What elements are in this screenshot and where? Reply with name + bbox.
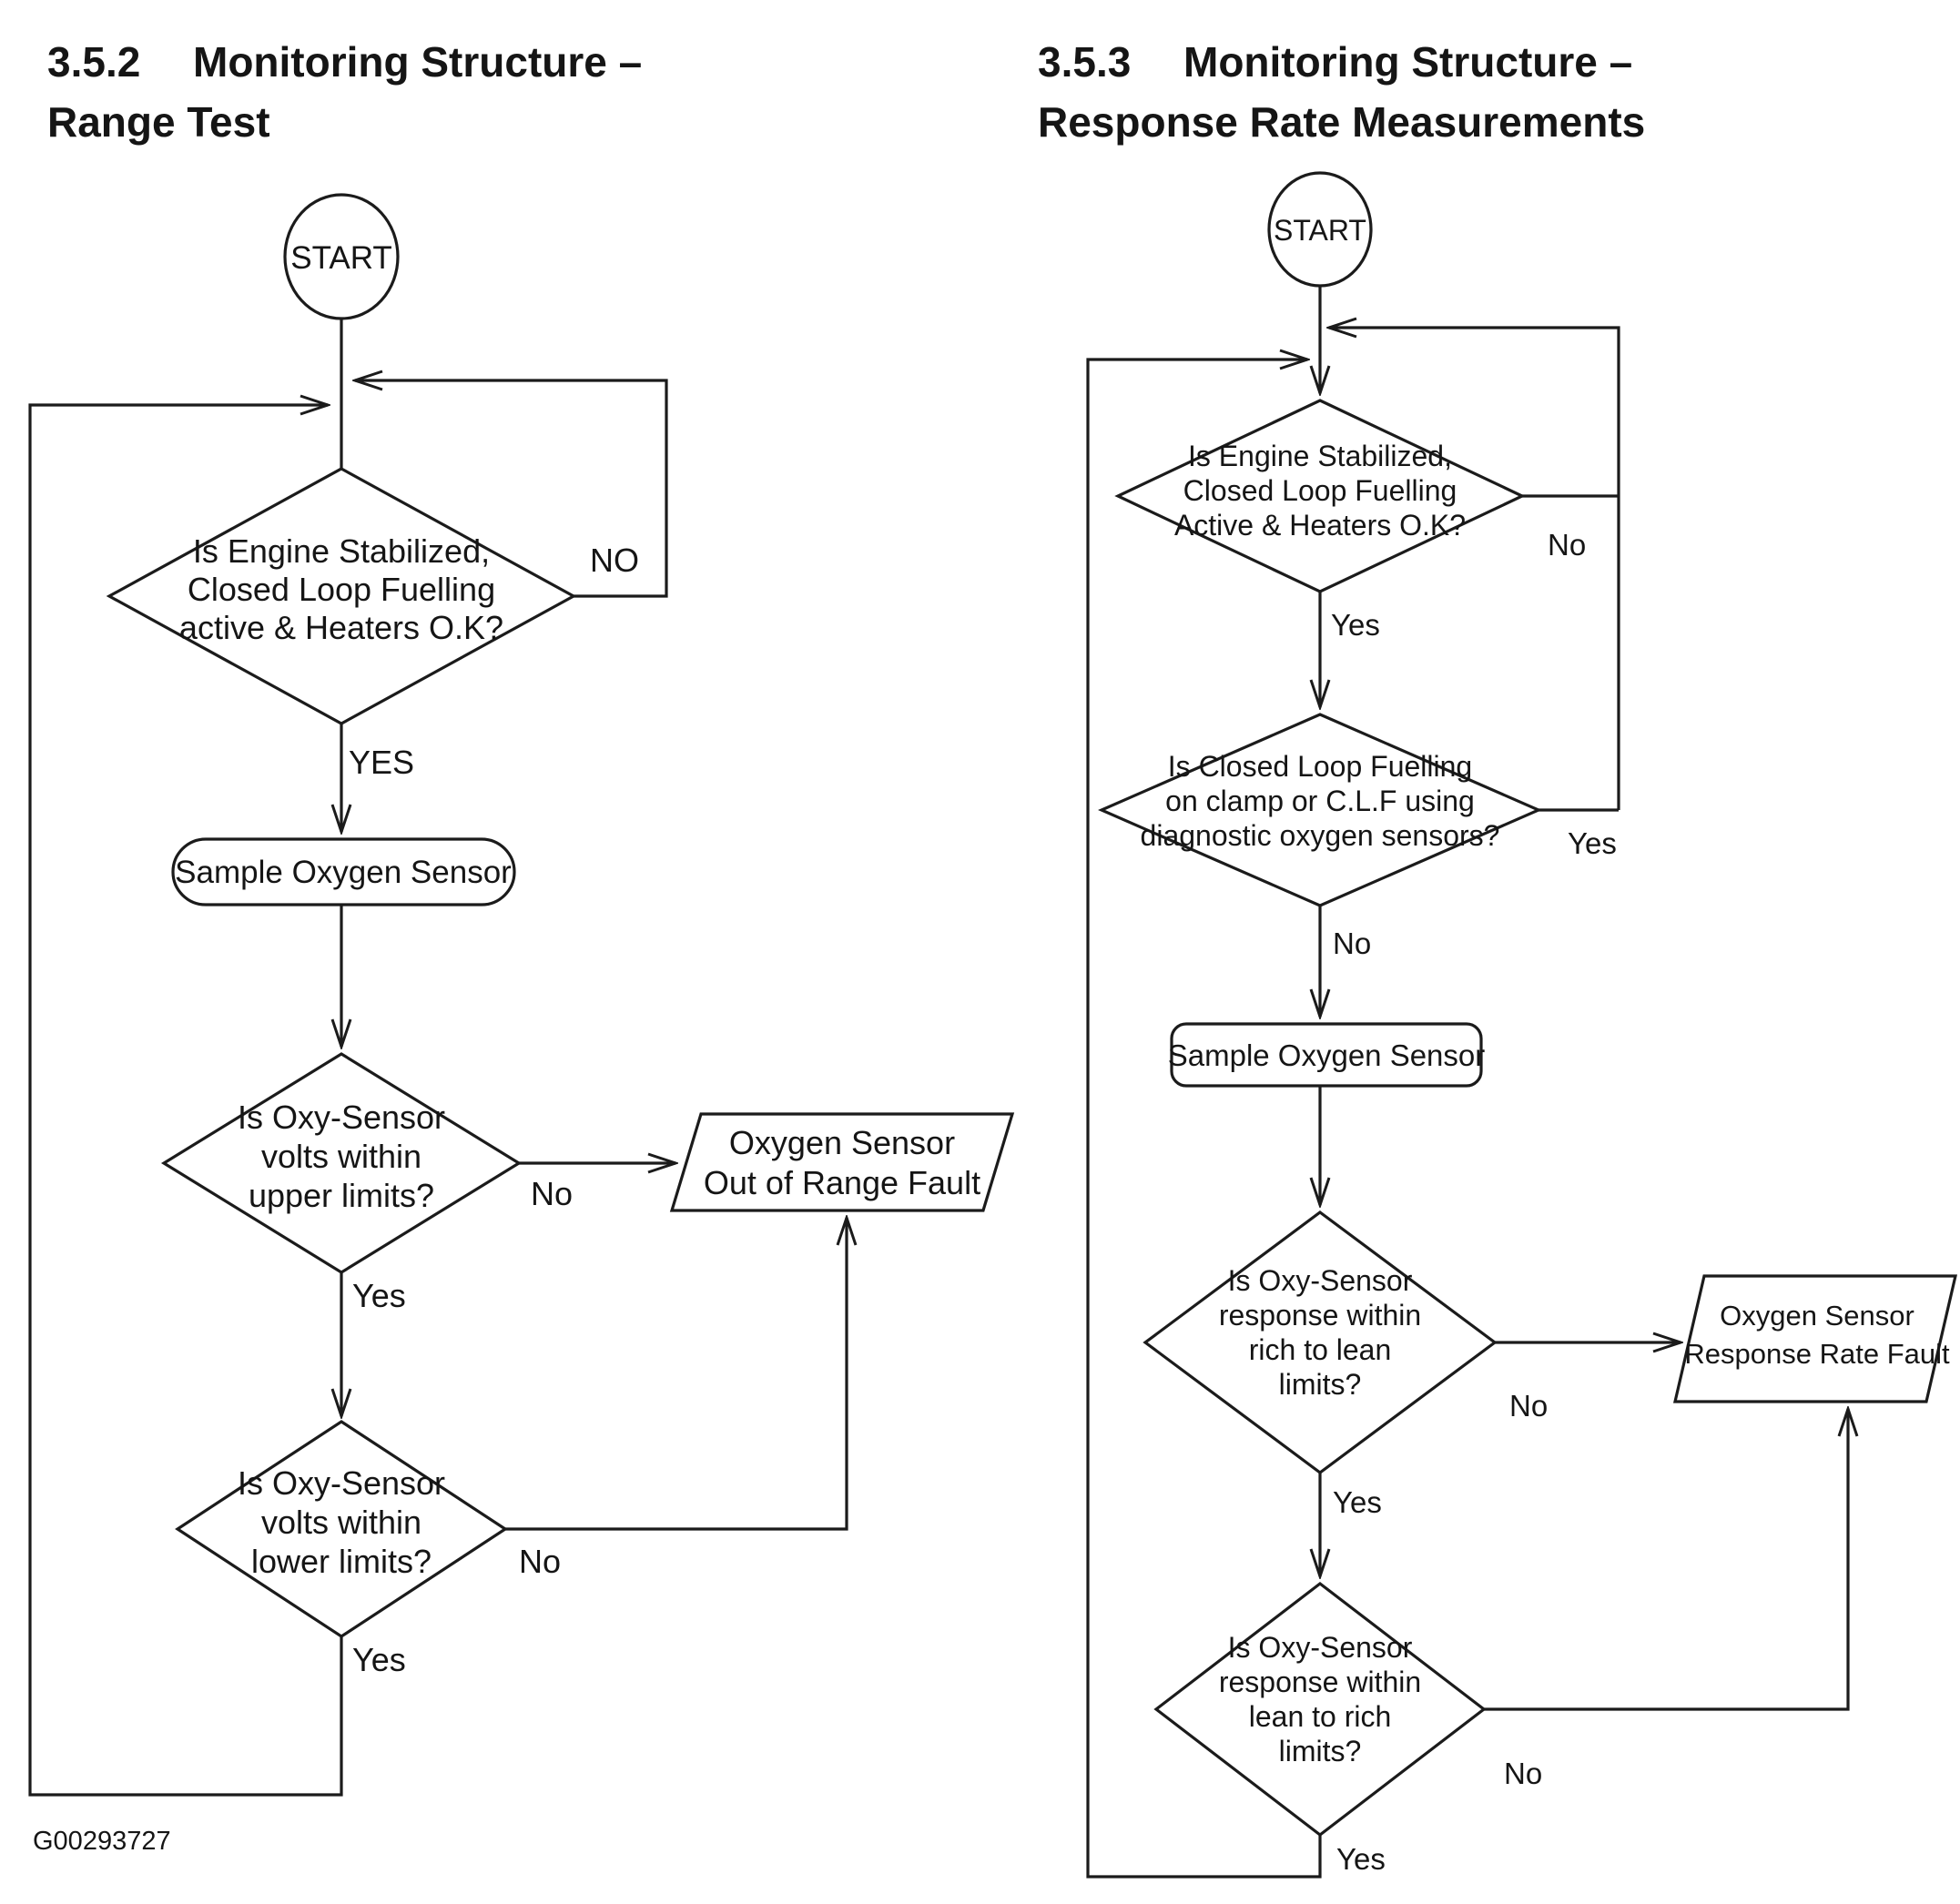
left-d1-no-label: NO [590,542,639,579]
right-d1-yes-label: Yes [1331,608,1380,642]
response-rate-flowchart: 3.5.3 Monitoring Structure – Response Ra… [1038,38,1958,1879]
left-d2-text-line2: volts within [261,1138,421,1175]
left-d3-text-line2: volts within [261,1504,421,1541]
right-d2-text-line3: diagnostic oxygen sensors? [1141,819,1500,852]
left-d3-text-line3: lower limits? [251,1543,432,1580]
right-fault-line1: Oxygen Sensor [1720,1300,1914,1332]
right-d4-text-line3: lean to rich [1249,1700,1392,1733]
left-process-sample-oxygen-sensor [171,837,516,906]
left-d1-yes-label: YES [349,744,414,781]
right-d3-text-line2: response within [1219,1299,1421,1332]
right-return-loop-connector [1329,328,1620,810]
left-d3-no-connector [505,1218,847,1531]
left-d1-text-line3: active & Heaters O.K? [179,609,503,646]
left-section-subtitle: Range Test [47,98,270,146]
left-fault-line2: Out of Range Fault [704,1164,980,1201]
right-yes-outer-loop-connector [1086,360,1322,1879]
left-process-label: Sample Oxygen Sensor [175,855,512,890]
left-d2-yes-label: Yes [352,1277,406,1314]
figure-code: G00293727 [33,1827,171,1856]
right-section-title: Monitoring Structure – [1183,38,1632,86]
right-d1-text-line1: Is Engine Stabilized, [1188,440,1452,472]
right-d4-text-line1: Is Oxy-Sensor [1228,1631,1413,1664]
left-fault-out-of-range [669,1112,1015,1212]
right-start-label: START [1274,214,1366,247]
right-fault-line2: Response Rate Fault [1684,1338,1950,1370]
right-d3-yes-label: Yes [1333,1485,1382,1519]
right-d2-no-label: No [1333,927,1371,960]
right-d4-text-line4: limits? [1279,1735,1362,1767]
right-decision-lean-to-rich [1153,1581,1487,1838]
left-d3-yes-label: Yes [352,1641,406,1678]
right-d4-yes-label: Yes [1336,1842,1386,1876]
left-d3-no-label: No [519,1543,561,1580]
right-d1-text-line3: Active & Heaters O.K? [1174,509,1466,542]
right-fault-response-rate [1672,1274,1958,1403]
right-d1-no-label: No [1548,528,1586,562]
right-d4-text-line2: response within [1219,1666,1421,1698]
right-d3-no-label: No [1509,1389,1548,1423]
right-d2-text-line2: on clamp or C.L.F using [1165,785,1475,817]
right-d3-text-line3: rich to lean [1249,1333,1392,1366]
right-section-subtitle: Response Rate Measurements [1038,98,1645,146]
left-decision-lower-limits [175,1420,508,1638]
right-d3-text-line4: limits? [1279,1368,1362,1401]
right-section-number: 3.5.3 [1038,38,1131,86]
left-d3-text-line1: Is Oxy-Sensor [238,1464,445,1502]
right-d4-no-label: No [1504,1757,1542,1790]
left-section-title: Monitoring Structure – [193,38,642,86]
right-d2-yes-label: Yes [1568,826,1617,860]
left-start-label: START [290,240,392,276]
right-process-sample-oxygen-sensor [1170,1022,1483,1088]
left-d2-no-label: No [531,1175,573,1212]
left-section-number: 3.5.2 [47,38,140,86]
right-d1-text-line2: Closed Loop Fuelling [1183,474,1457,507]
right-d2-text-line1: Is Closed Loop Fuelling [1168,750,1472,783]
left-d2-text-line1: Is Oxy-Sensor [238,1099,445,1136]
left-d1-text-line1: Is Engine Stabilized, [193,532,490,570]
left-no-loop-connector [355,380,668,598]
left-d2-text-line3: upper limits? [249,1177,434,1214]
left-d1-text-line2: Closed Loop Fuelling [188,571,495,608]
right-d4-no-connector [1484,1409,1848,1711]
range-test-flowchart: 3.5.2 Monitoring Structure – Range Test … [28,38,1015,1856]
right-process-label: Sample Oxygen Sensor [1168,1038,1486,1072]
left-yes-outer-loop-connector [28,405,343,1797]
left-fault-line1: Oxygen Sensor [729,1124,955,1161]
right-d3-text-line1: Is Oxy-Sensor [1228,1264,1413,1297]
